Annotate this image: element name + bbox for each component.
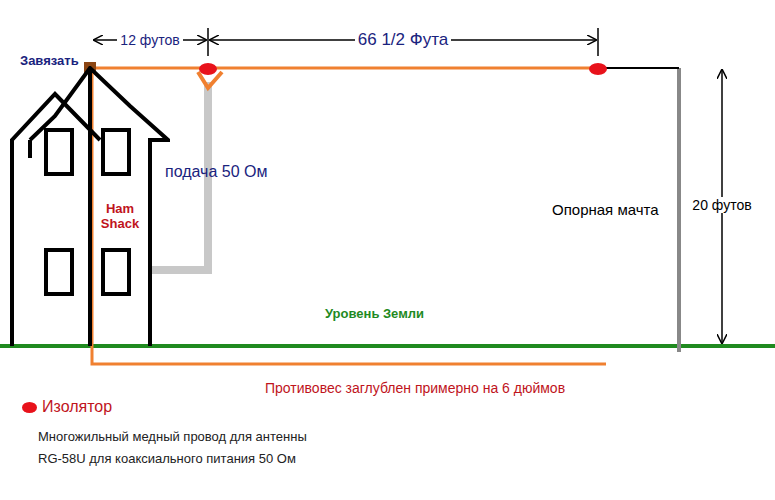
window [46,250,72,294]
building-label: Ham Shack [96,202,144,232]
insulator [589,63,607,75]
mast-label: Опорная мачта [552,201,659,218]
legend-swatch [22,402,37,413]
note: RG-58U для коаксиального питания 50 Ом [38,452,296,467]
house-outline [10,66,170,348]
house-wall [88,68,92,346]
ground-label: Уровень Земли [325,307,424,322]
insulator [199,63,217,75]
house-roof [30,68,168,346]
feedline-label: подача 50 Ом [165,163,267,181]
dimension-label: 66 1/2 Фута [355,30,451,50]
house-eave [28,140,32,158]
counterpoise-wire [92,72,606,364]
dimension-label: 12 футов [117,32,182,48]
window [103,250,129,294]
dimension-tick [597,28,599,56]
tie-label: Завязать [20,54,79,69]
window [103,130,129,174]
house-wall [12,94,100,346]
note: Многожильный медный провод для антенны [38,430,307,445]
legend-text: Изолятор [42,398,112,416]
window [46,130,72,174]
ground-line [0,344,775,348]
dimension-tick [207,28,209,56]
antenna-wire [92,67,598,70]
support-rope [598,67,679,69]
counterpoise-note: Противовес заглублен примерно на 6 дюймо… [265,380,565,396]
dimension-label: 20 футов [689,197,754,213]
support-mast [677,68,681,352]
house: Ham Shack [10,66,170,348]
